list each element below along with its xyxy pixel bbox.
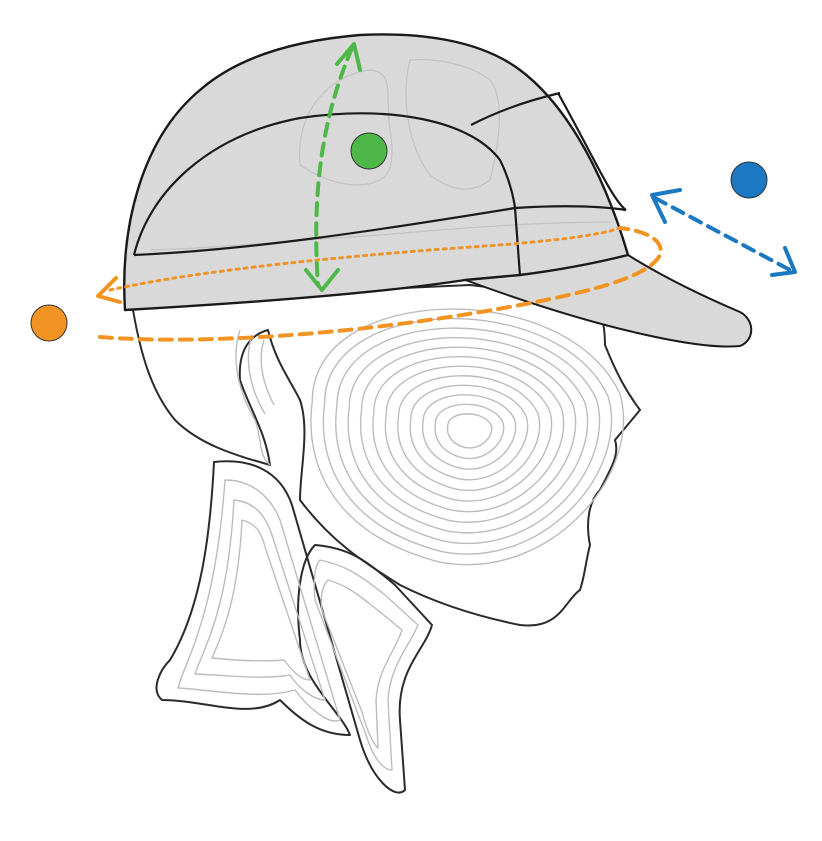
neck-contour-line [194, 499, 326, 701]
face-contour-line [409, 384, 529, 481]
depth-measurement [304, 42, 362, 292]
circumference-arrowhead [96, 276, 122, 304]
depth-dashed-line [314, 46, 354, 287]
brim-measurement [650, 188, 797, 277]
head-neck-illustration [132, 284, 641, 794]
brim-dashed-line [653, 196, 792, 272]
cap-panel-seams [132, 91, 627, 277]
circumference-marker-dot [30, 304, 68, 342]
face-contour-line [397, 375, 541, 492]
cap-illustration [123, 33, 753, 348]
circumference-back-ring [108, 226, 622, 292]
neck-contour-line [211, 519, 311, 681]
face-contour-line [359, 346, 577, 523]
cap-crown [123, 33, 630, 312]
brim-end-arrowhead [770, 246, 797, 277]
face-contour-line [421, 394, 517, 470]
brim-marker-dot [730, 161, 768, 199]
face-contour-line [335, 327, 601, 544]
brim-start-arrowhead [650, 188, 682, 224]
face-contour-line [384, 365, 553, 502]
face-contour-line [347, 337, 589, 534]
neck-contour-line [313, 559, 419, 771]
face-contour-line [322, 317, 613, 555]
depth-bottom-arrowhead [304, 268, 340, 292]
circumference-dashed-ring [98, 226, 663, 342]
face-contour-line [446, 413, 493, 449]
face-contour-line [310, 308, 625, 566]
depth-top-arrowhead [335, 42, 362, 72]
depth-marker-dot [350, 132, 388, 170]
face-contour-line [372, 356, 565, 513]
face-contour-line [434, 403, 505, 460]
head-shape [132, 284, 641, 627]
neck-contour-line [177, 479, 341, 722]
neck-contour-line [320, 579, 403, 749]
circumference-measurement [96, 226, 663, 342]
neck-shape [155, 460, 433, 794]
ear-shape [235, 329, 275, 466]
